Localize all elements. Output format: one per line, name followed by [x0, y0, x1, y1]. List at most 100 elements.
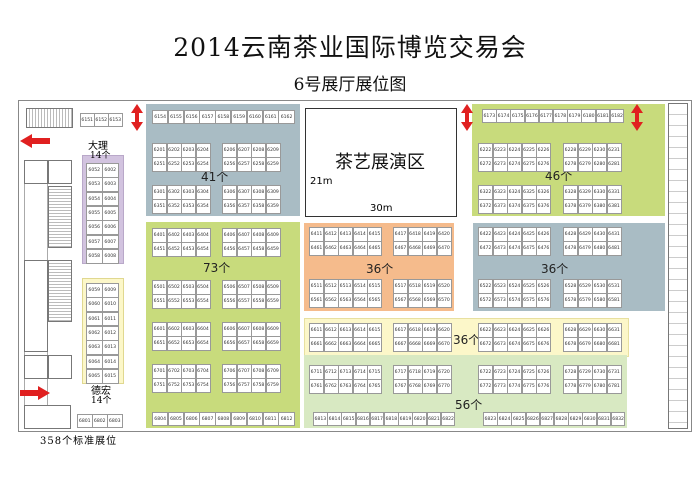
- booth-6604: 6604: [195, 322, 211, 337]
- booth-6617: 6617: [393, 323, 408, 338]
- booth-6153: 6153: [108, 113, 123, 127]
- booth-6802: 6802: [92, 414, 108, 428]
- booth-6829: 6829: [568, 412, 583, 426]
- booth-6013: 6013: [102, 340, 119, 355]
- booth-6552: 6552: [166, 294, 182, 309]
- booth-6225: 6225: [521, 143, 537, 158]
- page-title: 2014云南茶业国际博览交易会: [173, 33, 527, 62]
- booth-6156: 6156: [183, 110, 200, 124]
- booth-6553: 6553: [181, 294, 196, 309]
- booth-6826: 6826: [525, 412, 541, 426]
- booth-6056: 6056: [86, 220, 103, 235]
- booth-6681: 6681: [606, 337, 622, 352]
- booth-6758: 6758: [251, 378, 266, 393]
- booth-6819: 6819: [398, 412, 413, 426]
- booth-6159: 6159: [231, 110, 248, 124]
- booth-6059: 6059: [86, 283, 103, 298]
- stage-width: 30m: [370, 203, 393, 214]
- booth-6670: 6670: [436, 337, 452, 352]
- booth-6330: 6330: [592, 185, 607, 200]
- booth-6509: 6509: [265, 280, 281, 295]
- booth-6151: 6151: [80, 113, 95, 127]
- booth-6411: 6411: [309, 227, 324, 242]
- booth-6517: 6517: [393, 279, 408, 294]
- booth-6479: 6479: [577, 241, 593, 256]
- booth-6574: 6574: [507, 293, 522, 308]
- booth-6822: 6822: [440, 412, 456, 426]
- booth-6006: 6006: [102, 220, 119, 235]
- room: [24, 160, 48, 184]
- booth-6155: 6155: [167, 110, 185, 124]
- booth-6465: 6465: [367, 241, 382, 256]
- booth-6372: 6372: [478, 199, 493, 214]
- booth-6275: 6275: [521, 157, 537, 172]
- booth-6064: 6064: [86, 354, 103, 370]
- booth-6062: 6062: [86, 325, 103, 341]
- booth-6607: 6607: [236, 322, 252, 337]
- booth-6415: 6415: [367, 227, 382, 242]
- booth-6524: 6524: [507, 279, 522, 294]
- booth-6231: 6231: [606, 143, 622, 158]
- booth-6303: 6303: [181, 185, 196, 200]
- booth-6178: 6178: [553, 109, 568, 123]
- booth-6374: 6374: [507, 199, 522, 214]
- booth-6723: 6723: [492, 365, 508, 380]
- booth-6753: 6753: [181, 378, 196, 393]
- booth-6511: 6511: [309, 279, 324, 294]
- booth-6772: 6772: [478, 379, 493, 394]
- booth-6572: 6572: [478, 293, 493, 308]
- booth-6756: 6756: [222, 378, 237, 393]
- booth-6352: 6352: [166, 199, 182, 214]
- booth-6375: 6375: [521, 199, 537, 214]
- booth-6680: 6680: [592, 337, 607, 352]
- booth-6228: 6228: [563, 143, 578, 158]
- booth-6408: 6408: [251, 228, 266, 243]
- booth-6063: 6063: [86, 340, 103, 355]
- booth-6811: 6811: [262, 412, 279, 426]
- booth-6614: 6614: [352, 323, 368, 338]
- booth-6324: 6324: [507, 185, 522, 200]
- booth-6309: 6309: [265, 185, 281, 200]
- booth-6226: 6226: [536, 143, 551, 158]
- booth-6801: 6801: [77, 414, 93, 428]
- booth-6808: 6808: [215, 412, 232, 426]
- booth-6816: 6816: [355, 412, 371, 426]
- booth-6631: 6631: [606, 323, 622, 338]
- booth-6430: 6430: [592, 227, 607, 242]
- booth-6422: 6422: [478, 227, 493, 242]
- booth-6673: 6673: [492, 337, 508, 352]
- booth-6752: 6752: [166, 378, 182, 393]
- booth-6821: 6821: [426, 412, 442, 426]
- booth-6724: 6724: [507, 365, 522, 380]
- booth-6730: 6730: [592, 365, 607, 380]
- booth-6461: 6461: [309, 241, 324, 256]
- booth-6304: 6304: [195, 185, 211, 200]
- booth-6281: 6281: [606, 157, 622, 172]
- booth-6820: 6820: [412, 412, 428, 426]
- booth-6567: 6567: [393, 293, 408, 308]
- booth-6717: 6717: [393, 365, 408, 380]
- zone-41-count: 41个: [201, 170, 229, 184]
- booth-6052: 6052: [86, 163, 103, 178]
- booth-6522: 6522: [478, 279, 493, 294]
- booth-6005: 6005: [102, 205, 119, 221]
- booth-6173: 6173: [482, 109, 497, 123]
- booth-6326: 6326: [536, 185, 551, 200]
- booth-6174: 6174: [496, 109, 511, 123]
- room: [24, 355, 48, 379]
- booth-6179: 6179: [567, 109, 582, 123]
- booth-6807: 6807: [199, 412, 216, 426]
- booth-6229: 6229: [577, 143, 593, 158]
- booth-6774: 6774: [507, 379, 522, 394]
- booth-6431: 6431: [606, 227, 622, 242]
- booth-6010: 6010: [102, 297, 119, 313]
- room: [24, 405, 71, 429]
- booth-6665: 6665: [367, 337, 382, 352]
- booth-6751: 6751: [152, 378, 167, 393]
- booth-6765: 6765: [367, 379, 382, 394]
- booth-6657: 6657: [236, 336, 252, 351]
- stage-depth: 21m: [310, 176, 333, 187]
- booth-6778: 6778: [563, 379, 578, 394]
- booth-6523: 6523: [492, 279, 508, 294]
